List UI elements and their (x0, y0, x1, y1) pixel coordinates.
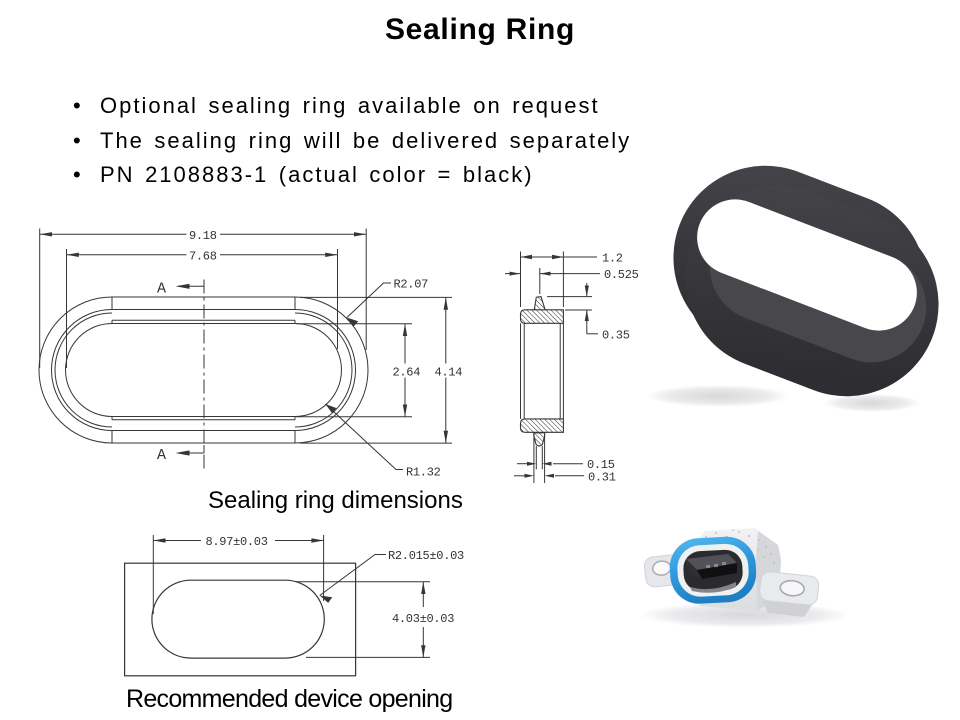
svg-text:7.68: 7.68 (189, 250, 217, 264)
svg-text:1.2: 1.2 (602, 252, 623, 266)
svg-text:0.15: 0.15 (587, 458, 615, 472)
svg-text:A: A (157, 281, 166, 298)
svg-text:R2.07: R2.07 (394, 278, 429, 292)
svg-text:4.14: 4.14 (435, 366, 463, 380)
svg-text:0.31: 0.31 (588, 471, 616, 485)
svg-text:0.35: 0.35 (602, 329, 630, 343)
svg-text:A: A (157, 447, 166, 464)
svg-text:0.525: 0.525 (604, 268, 639, 282)
svg-text:4.03±0.03: 4.03±0.03 (392, 612, 454, 626)
svg-text:9.18: 9.18 (189, 229, 217, 243)
svg-text:R1.32: R1.32 (406, 466, 441, 480)
svg-text:R2.015±0.03: R2.015±0.03 (388, 549, 464, 563)
svg-text:2.64: 2.64 (393, 366, 421, 380)
svg-text:8.97±0.03: 8.97±0.03 (206, 535, 268, 549)
